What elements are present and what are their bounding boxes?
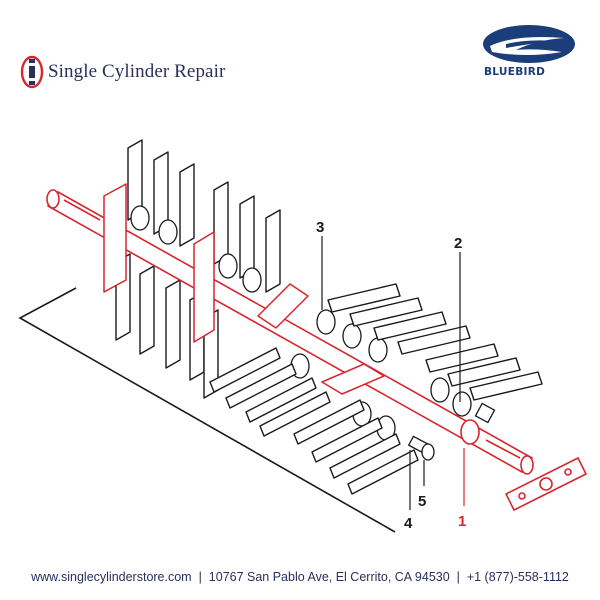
- tine-hubs: [130, 205, 472, 441]
- brand-header[interactable]: Single Cylinder Repair: [20, 52, 225, 92]
- footer: www.singlecylinderstore.com | 10767 San …: [0, 570, 600, 584]
- main-shaft: [46, 189, 534, 475]
- brand-name: Single Cylinder Repair: [48, 61, 226, 82]
- footer-address: 10767 San Pablo Ave, El Cerrito, CA 9453…: [208, 570, 450, 584]
- footer-phone[interactable]: +1 (877)-558-1112: [466, 570, 569, 584]
- bolt-and-nut: [407, 402, 496, 461]
- shaft-mount-plates: [103, 183, 385, 395]
- front-lower-tine-row: [209, 347, 419, 495]
- end-flange-plate: [505, 457, 587, 511]
- bluebird-wordmark: BLUEBIRD: [484, 66, 546, 78]
- parts-diagram: 1 2 3 4 5: [18, 139, 587, 533]
- front-upper-tine-row: [327, 283, 543, 401]
- callout-5: 5: [418, 493, 426, 510]
- callout-1: 1: [458, 513, 466, 530]
- footer-website-link[interactable]: www.singlecylinderstore.com: [31, 570, 192, 584]
- callout-2: 2: [454, 235, 462, 252]
- callout-4: 4: [404, 515, 413, 532]
- footer-separator: |: [198, 570, 202, 584]
- footer-separator: |: [456, 570, 460, 584]
- ground-perspective-lines: [18, 287, 396, 533]
- rear-tine-row: [127, 139, 281, 293]
- callout-3: 3: [316, 219, 324, 236]
- bluebird-logo-icon: [483, 25, 575, 63]
- leader-lines: [321, 236, 465, 510]
- single-cylinder-logo-icon: [20, 55, 44, 89]
